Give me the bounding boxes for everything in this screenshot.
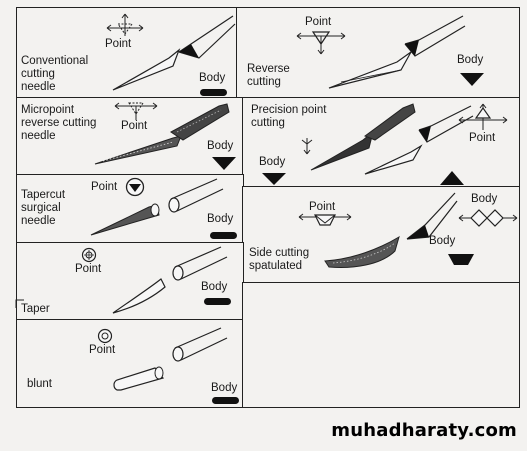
precision-needle-end-light-icon [418, 105, 474, 143]
side-point-cross-icon [298, 213, 352, 226]
precision-up-triangle-icon [440, 171, 464, 185]
precision-body-label: Body [259, 156, 286, 168]
cell-precision-point-cutting: Precision point cutting Point Body [242, 97, 520, 188]
micropoint-point-label: Point [121, 120, 148, 132]
cell-reverse-cutting: Reverse cutting Point Body [236, 7, 520, 99]
blunt-needle-tip-icon [113, 366, 165, 391]
precision-body-triangle-icon [262, 173, 286, 185]
micropoint-needle-end-icon [170, 103, 230, 141]
conventional-label: Conventional cutting needle [21, 55, 89, 93]
cell-side-cutting-spatulated: Side cutting spatulated Point Body Body [242, 186, 520, 284]
precision-label: Precision point cutting [251, 104, 327, 129]
cell-micropoint-reverse-cutting: Micropoint reverse cutting needle Point … [16, 97, 244, 176]
precision-small-arrow-icon [301, 138, 313, 155]
micropoint-label: Micropoint reverse cutting needle [21, 104, 97, 142]
taper-needle-end-icon [172, 246, 228, 281]
side-body-bottom-label: Body [429, 235, 456, 247]
tapercut-label: Tapercut surgical needle [21, 189, 66, 227]
precision-point-cross-icon [458, 103, 508, 130]
micropoint-body-triangle-icon [212, 157, 236, 170]
conventional-body-oval-icon [200, 89, 227, 96]
tapercut-body-label: Body [207, 213, 234, 225]
blunt-label: blunt [27, 378, 52, 390]
side-needle-blade-icon [324, 235, 400, 268]
blunt-body-label: Body [211, 382, 238, 394]
reverse-point-label: Point [305, 16, 332, 28]
precision-needle-end-dark-icon [363, 103, 416, 141]
tapercut-point-label: Point [91, 181, 118, 193]
cell-taper: Taper Point Body [15, 242, 244, 321]
blunt-needle-end-icon [172, 327, 228, 362]
reverse-label: Reverse cutting [247, 63, 290, 88]
taper-point-circle-icon [81, 247, 97, 263]
reverse-body-label: Body [457, 54, 484, 66]
cell-conventional-cutting: Conventional cutting needle Point Body [16, 7, 238, 99]
cell-tapercut-surgical: Tapercut surgical needle Point Body [16, 174, 244, 244]
tapercut-point-circle-icon [125, 177, 145, 197]
cell-blunt: blunt Point Body [16, 319, 244, 408]
side-body-top-label: Body [471, 193, 498, 205]
blunt-point-label: Point [89, 344, 116, 356]
taper-label: Taper [21, 303, 50, 315]
taper-body-label: Body [201, 281, 228, 293]
conventional-needle-tip-icon [112, 48, 181, 91]
side-body-diamond-icon [458, 209, 518, 227]
tapercut-needle-end-icon [168, 178, 224, 213]
conventional-body-label: Body [199, 72, 226, 84]
reverse-body-triangle-icon [460, 73, 484, 86]
cell-empty [242, 282, 520, 408]
side-point-label: Point [309, 201, 336, 213]
conventional-point-label: Point [105, 38, 132, 50]
micropoint-point-cross-icon [114, 102, 158, 120]
blunt-point-circle-icon [97, 328, 113, 344]
side-body-trapezoid-icon [448, 254, 474, 265]
watermark: muhadharaty.com [331, 420, 517, 441]
conventional-point-cross-icon [106, 13, 144, 36]
tapercut-needle-tip-icon [90, 203, 160, 236]
needle-diagram: Conventional cutting needle Point Body R… [14, 4, 520, 408]
micropoint-body-label: Body [207, 140, 234, 152]
taper-point-label: Point [75, 263, 102, 275]
side-label: Side cutting spatulated [249, 247, 310, 272]
taper-needle-tip-icon [112, 278, 166, 314]
conventional-needle-end-icon [178, 15, 236, 59]
reverse-point-cross-icon [296, 31, 346, 55]
taper-corner-mark-icon [15, 299, 24, 308]
side-needle-end-icon [406, 192, 458, 240]
blunt-body-oval-icon [212, 397, 239, 404]
precision-point-label: Point [469, 132, 496, 144]
reverse-needle-end-icon [404, 15, 466, 57]
precision-needle-tip-light-icon [364, 144, 423, 175]
tapercut-body-oval-icon [210, 232, 237, 239]
taper-body-oval-icon [204, 298, 231, 305]
